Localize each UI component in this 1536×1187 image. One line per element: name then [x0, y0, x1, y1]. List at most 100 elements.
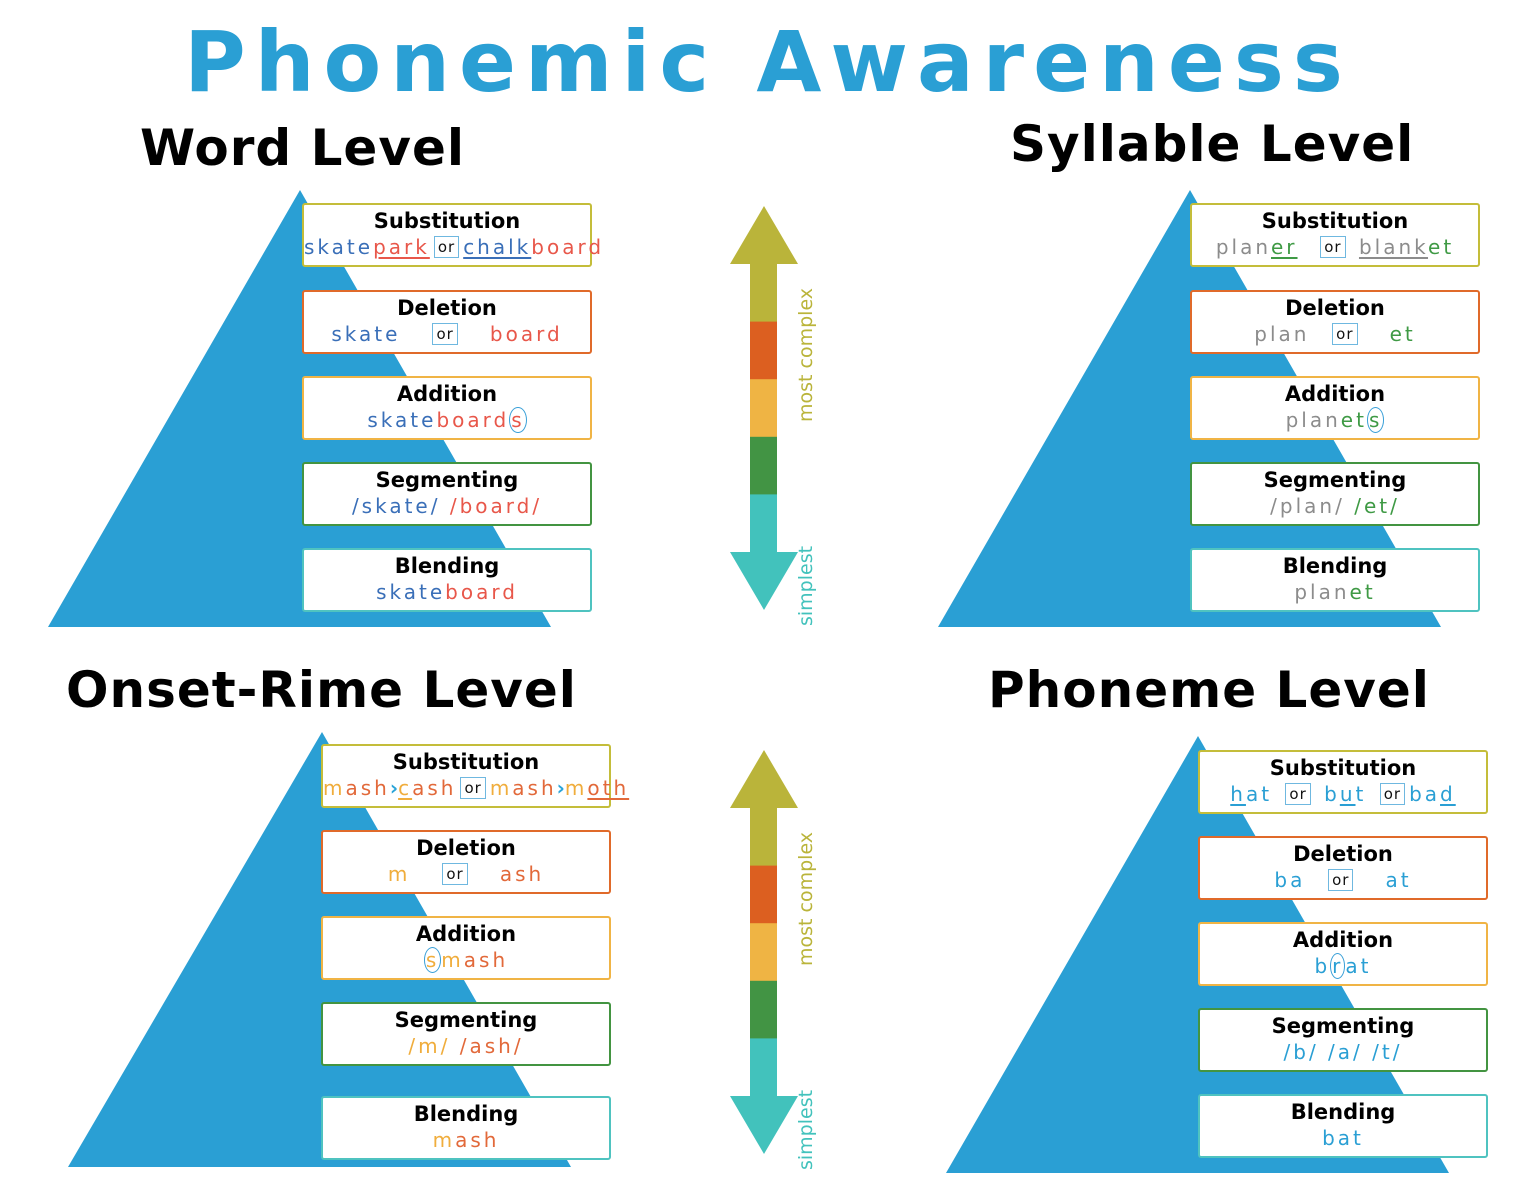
box-segmenting: Segmenting/plan/ /et/: [1190, 462, 1480, 526]
or-badge: or: [432, 323, 458, 345]
example-segment: ash: [455, 1128, 500, 1152]
box-segmenting: Segmenting/b/ /a/ /t/: [1198, 1008, 1488, 1072]
example-segment: [1357, 868, 1385, 892]
example-segment: u: [1339, 782, 1356, 806]
box-label: Addition: [1284, 382, 1386, 406]
arrow-icon: ›: [389, 776, 399, 800]
example-segment: [1272, 782, 1281, 806]
example-segment: m: [323, 776, 346, 800]
example-text: ba or at: [1200, 867, 1486, 893]
example-segment: b: [1324, 782, 1340, 806]
box-label: Addition: [1292, 928, 1394, 952]
most-complex-label: most complex: [795, 831, 817, 966]
arrow-icon: ›: [556, 776, 565, 800]
example-segment: [1350, 235, 1359, 259]
most-complex-label: most complex: [795, 287, 817, 422]
example-segment: r: [1330, 953, 1346, 979]
example-segment: board: [445, 580, 518, 604]
complexity-scale-top: simplest most complex: [728, 206, 817, 626]
phoneme-level-title: Phoneme Level: [988, 661, 1430, 719]
example-segment: board: [436, 408, 510, 432]
example-segment: [462, 322, 490, 346]
example-segment: /b/ /a/ /t/: [1283, 1040, 1403, 1064]
example-segment: oth: [587, 776, 630, 800]
box-label: Blending: [1282, 554, 1388, 578]
syllable-level-title: Syllable Level: [1010, 115, 1415, 173]
example-segment: h: [1230, 782, 1246, 806]
page-title: Phonemic Awareness: [184, 13, 1352, 111]
example-segment: m: [564, 776, 588, 800]
or-badge: or: [1379, 783, 1406, 805]
example-text: plan or et: [1192, 321, 1478, 347]
example-segment: [1309, 322, 1328, 346]
example-segment: at: [1245, 782, 1273, 806]
example-segment: plan: [1294, 580, 1350, 604]
example-segment: ash: [499, 862, 545, 886]
example-text: /plan/ /et/: [1192, 493, 1478, 519]
example-segment: [410, 862, 438, 886]
example-segment: ash: [512, 776, 557, 800]
box-label: Substitution: [1261, 209, 1409, 233]
example-segment: plan: [1254, 322, 1310, 346]
example-segment: /plan/: [1270, 494, 1355, 518]
box-label: Blending: [1290, 1100, 1396, 1124]
example-text: mash: [323, 1127, 609, 1153]
example-segment: s: [509, 407, 527, 433]
example-text: skateboard: [304, 579, 590, 605]
box-label: Substitution: [392, 750, 540, 774]
box-label: Deletion: [416, 836, 516, 860]
box-label: Deletion: [1285, 296, 1385, 320]
example-text: skate or board: [304, 321, 590, 347]
box-label: Substitution: [373, 209, 521, 233]
box-label: Segmenting: [375, 468, 519, 492]
simplest-label: simplest: [795, 1089, 817, 1170]
example-text: /skate/ /board/: [304, 493, 590, 519]
example-segment: et: [1340, 408, 1367, 432]
example-text: bat: [1200, 1125, 1486, 1151]
example-text: /m/ /ash/: [323, 1033, 609, 1059]
example-segment: [1362, 322, 1390, 346]
example-segment: et: [1389, 322, 1416, 346]
example-segment: ba: [1274, 868, 1306, 892]
example-segment: [472, 862, 500, 886]
example-segment: at: [1345, 954, 1372, 978]
example-segment: skate: [367, 408, 437, 432]
or-badge: or: [442, 863, 468, 885]
or-badge: or: [460, 777, 486, 799]
example-segment: er: [1271, 235, 1298, 259]
complexity-scale-bottom: simplest most complex: [728, 750, 817, 1170]
example-segment: ash: [412, 776, 457, 800]
example-segment: skate: [376, 580, 446, 604]
example-segment: chalk: [463, 235, 532, 259]
box-label: Addition: [415, 922, 517, 946]
example-segment: [1305, 868, 1324, 892]
example-segment: ash: [345, 776, 390, 800]
onset-rime-level-title: Onset-Rime Level: [66, 661, 577, 719]
example-segment: et: [1428, 235, 1455, 259]
example-segment: et: [1349, 580, 1376, 604]
example-segment: /m/: [408, 1034, 460, 1058]
example-segment: board: [489, 322, 563, 346]
box-label: Segmenting: [1263, 468, 1407, 492]
example-segment: /board/: [449, 494, 543, 518]
example-segment: [1366, 782, 1375, 806]
example-segment: s: [1366, 407, 1385, 433]
example-segment: m: [489, 776, 513, 800]
simplest-label: simplest: [795, 545, 817, 626]
example-segment: /et/: [1354, 494, 1400, 518]
